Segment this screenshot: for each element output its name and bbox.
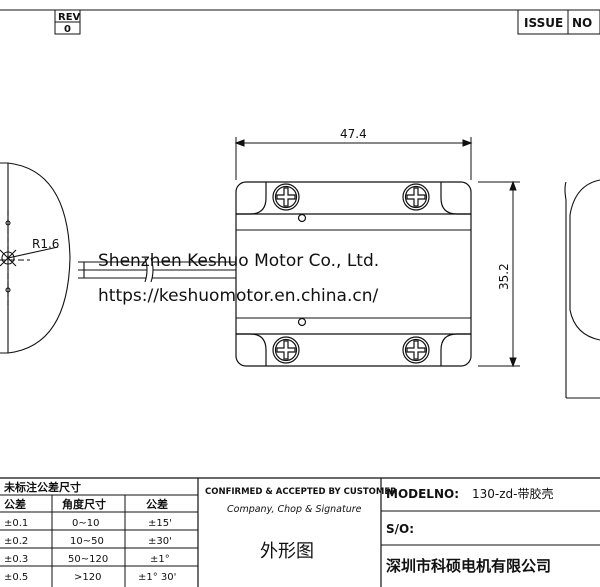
screw-top-left <box>272 183 300 211</box>
main-body-outline <box>235 181 472 367</box>
title-block <box>0 477 600 587</box>
angle-tolerance-cell: ±15' <box>148 518 172 529</box>
screw-bottom-right <box>402 336 430 364</box>
tolerance-table-title: 未标注公差尺寸 <box>3 480 81 494</box>
table-row: ±0.3 50~120 ±1° <box>4 554 170 565</box>
angle-tolerance-cell: ±1° 30' <box>138 572 176 583</box>
watermark-url: https://keshuomotor.en.china.cn/ <box>98 286 378 306</box>
model-value: 130-zd-带胶壳 <box>472 486 553 501</box>
confirmation-subtitle: Company, Chop & Signature <box>227 504 362 515</box>
issue-no-label: NO <box>572 16 592 30</box>
rev-value: 0 <box>64 24 71 35</box>
issue-box: ISSUE NO <box>517 9 600 35</box>
tolerance-cell: ±0.5 <box>4 572 28 583</box>
height-dimension-label: 35.2 <box>497 263 511 290</box>
tolerance-header-2: 角度尺寸 <box>62 497 106 511</box>
tolerance-table-grid <box>0 494 198 587</box>
angle-range-cell: 50~120 <box>68 554 108 565</box>
company-name: 深圳市科硕电机有限公司 <box>386 557 551 575</box>
confirmation-title: CONFIRMED & ACCEPTED BY CUSTOMER <box>205 487 397 497</box>
drawing-name: 外形图 <box>260 541 314 562</box>
rev-label: REV <box>58 12 81 23</box>
angle-range-cell: 0~10 <box>72 518 99 529</box>
model-info-grid <box>381 510 600 546</box>
so-label: S/O: <box>386 522 414 536</box>
table-row: ±0.5 >120 ±1° 30' <box>4 572 176 583</box>
width-dimension-label: 47.4 <box>340 127 367 141</box>
width-dimension <box>234 137 473 180</box>
right-side-view <box>564 179 600 399</box>
angle-tolerance-cell: ±1° <box>150 554 170 565</box>
table-row: ±0.2 10~50 ±30' <box>4 536 172 547</box>
radius-label: R1.6 <box>32 237 59 251</box>
table-row: ±0.1 0~10 ±15' <box>4 518 172 529</box>
height-dimension <box>478 180 520 368</box>
angle-tolerance-cell: ±30' <box>148 536 172 547</box>
tolerance-cell: ±0.1 <box>4 518 28 529</box>
tolerance-header-1: 公差 <box>4 497 26 511</box>
angle-range-cell: >120 <box>74 572 101 583</box>
left-side-view <box>0 162 71 354</box>
angle-range-cell: 10~50 <box>70 536 104 547</box>
screw-bottom-left <box>272 336 300 364</box>
rev-box: REV 0 <box>54 9 81 35</box>
tolerance-cell: ±0.3 <box>4 554 28 565</box>
screw-top-right <box>402 183 430 211</box>
issue-label: ISSUE <box>524 16 563 30</box>
model-label: MODELNO: <box>386 487 459 501</box>
tolerance-header-3: 公差 <box>146 497 168 511</box>
watermark-company: Shenzhen Keshuo Motor Co., Ltd. <box>98 251 379 271</box>
tolerance-cell: ±0.2 <box>4 536 28 547</box>
lead-wires <box>78 257 236 283</box>
